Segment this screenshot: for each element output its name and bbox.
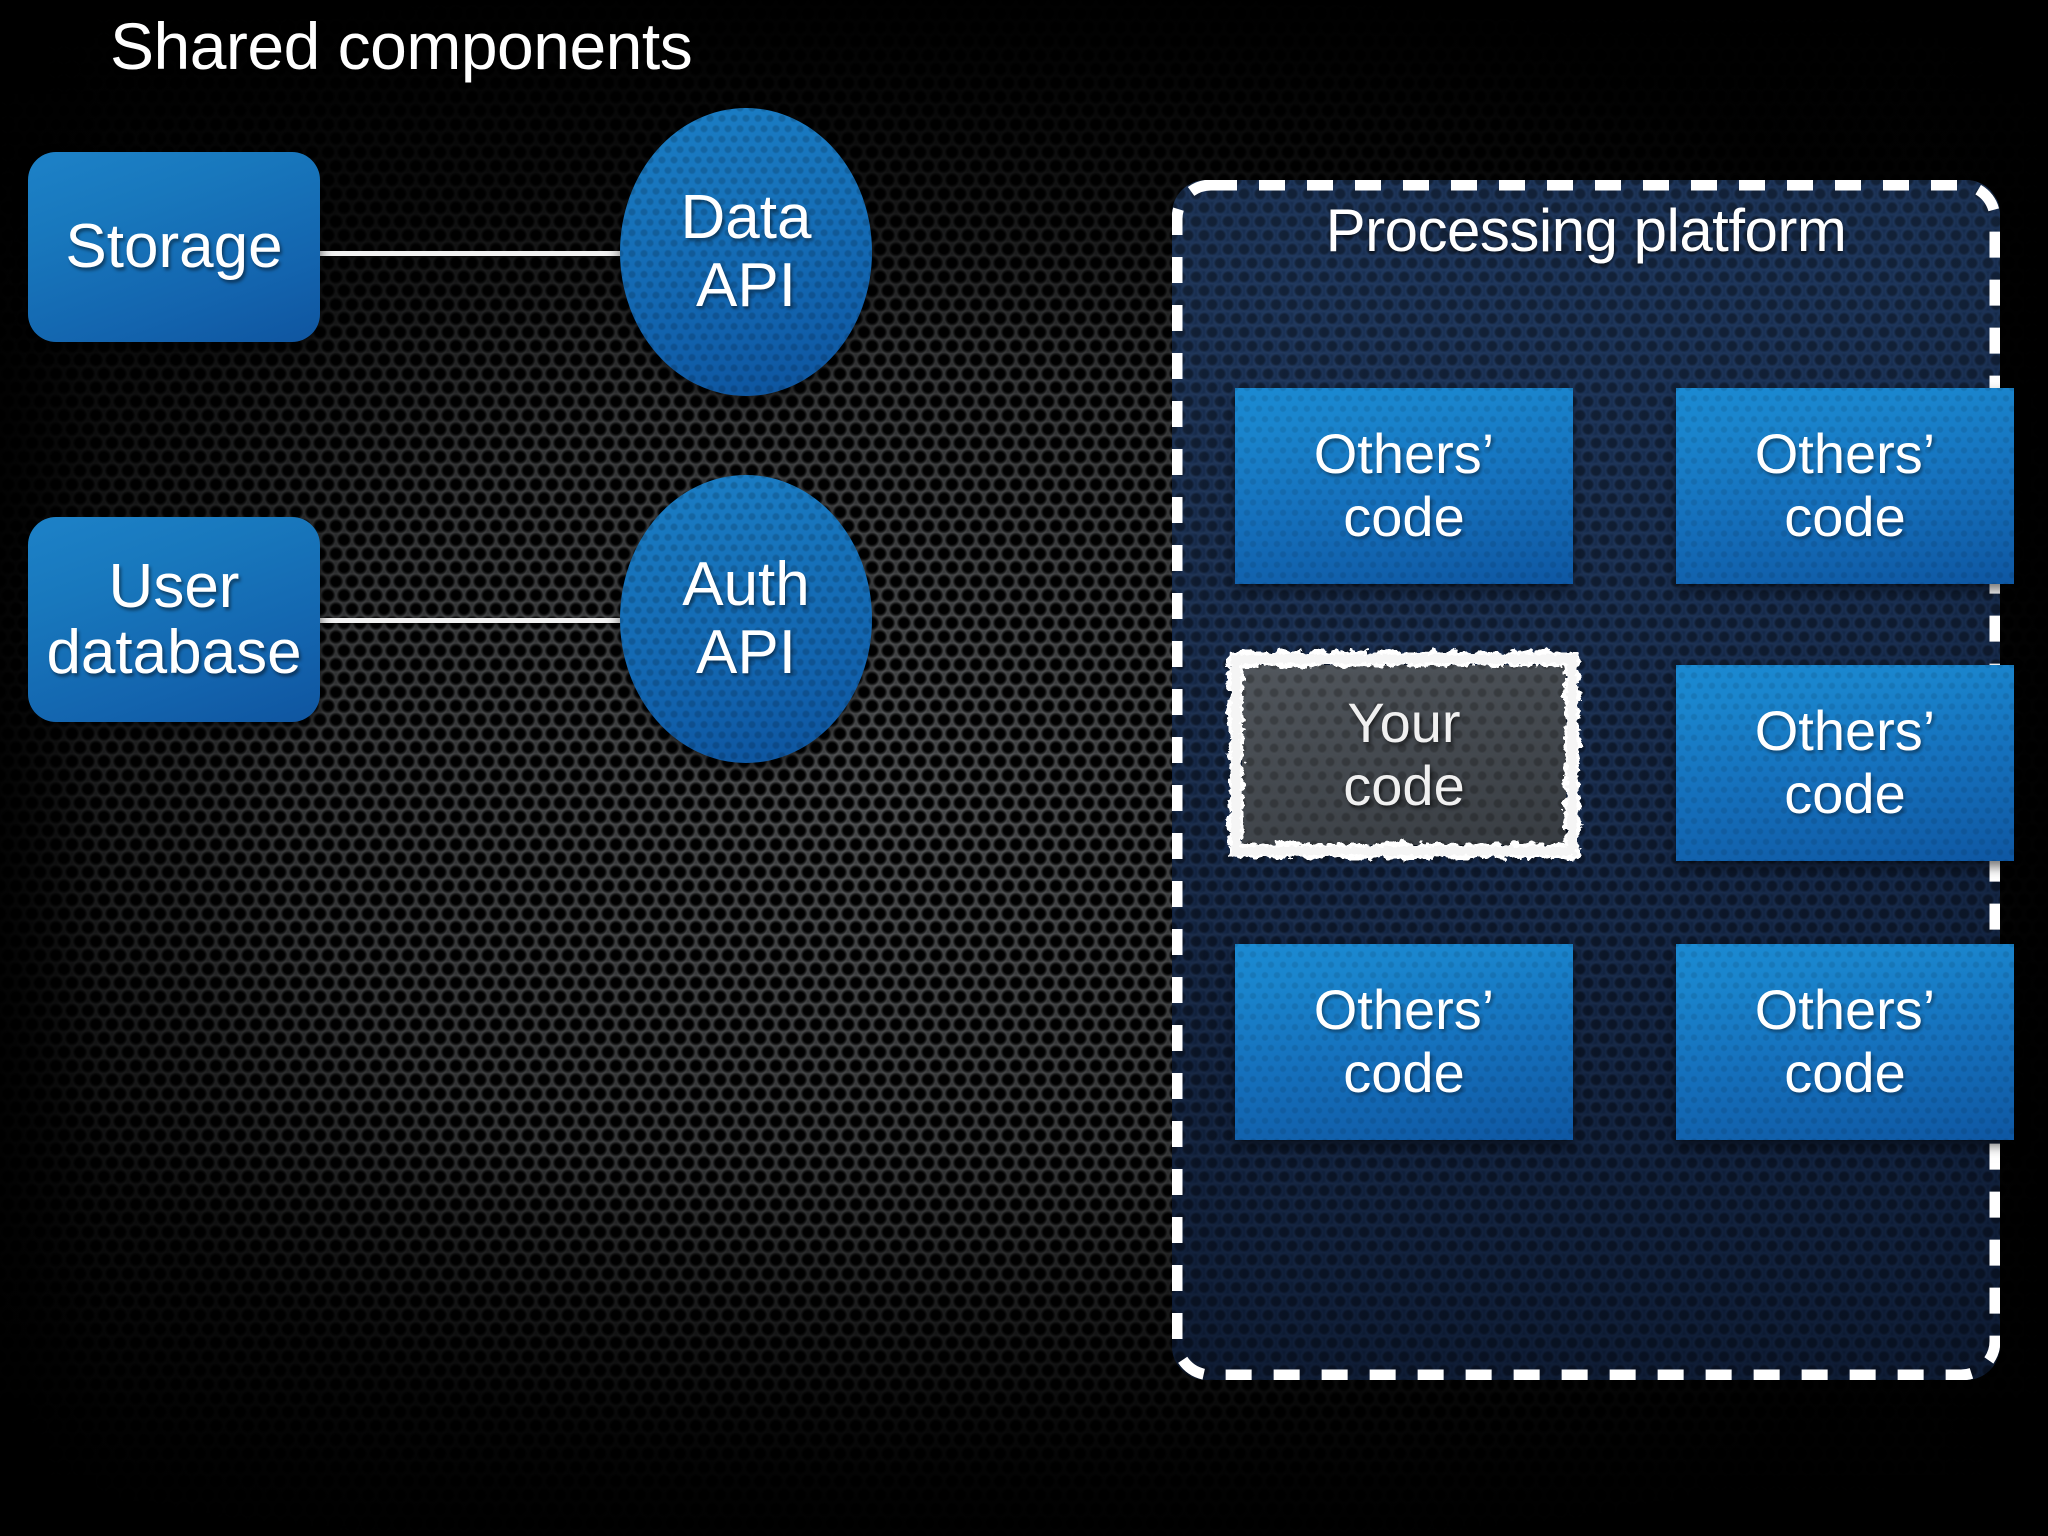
- others-code-label: Others’ code: [1313, 422, 1495, 548]
- shared-component-data-api[interactable]: Data API: [620, 108, 872, 396]
- connector-storage-to-data-api: [262, 251, 622, 256]
- platform-cell-your-code[interactable]: Your code: [1242, 665, 1566, 845]
- shared-component-user-database[interactable]: User database: [28, 517, 320, 722]
- connector-user-database-to-auth-api: [262, 618, 622, 623]
- platform-cell-others-code-r3c2[interactable]: Others’ code: [1676, 944, 2014, 1140]
- platform-cell-others-code-r3c1[interactable]: Others’ code: [1235, 944, 1573, 1140]
- platform-cell-others-code-r1c2[interactable]: Others’ code: [1676, 388, 2014, 584]
- platform-cell-others-code-r2c2[interactable]: Others’ code: [1676, 665, 2014, 861]
- others-code-label: Others’ code: [1754, 699, 1936, 825]
- platform-cell-others-code-r1c1[interactable]: Others’ code: [1235, 388, 1573, 584]
- storage-label: Storage: [65, 212, 283, 282]
- shared-component-storage[interactable]: Storage: [28, 152, 320, 342]
- user-database-label: User database: [46, 551, 302, 687]
- others-code-label: Others’ code: [1754, 978, 1936, 1104]
- shared-component-auth-api[interactable]: Auth API: [620, 475, 872, 763]
- your-code-label: Your code: [1343, 691, 1465, 817]
- others-code-label: Others’ code: [1313, 978, 1495, 1104]
- data-api-label: Data API: [680, 182, 812, 320]
- auth-api-label: Auth API: [682, 549, 810, 687]
- processing-platform-title: Processing platform: [1325, 197, 1847, 264]
- shared-components-title: Shared components: [110, 9, 693, 83]
- others-code-label: Others’ code: [1754, 422, 1936, 548]
